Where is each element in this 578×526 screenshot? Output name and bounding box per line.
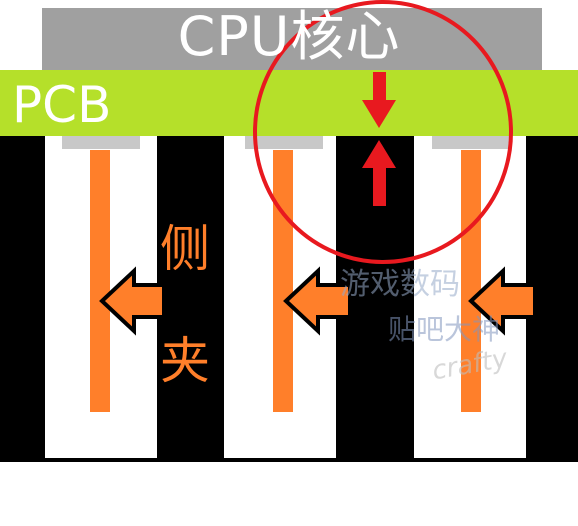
socket-pin <box>90 150 110 412</box>
socket-pin <box>273 150 293 412</box>
contact-pad <box>432 136 510 149</box>
red-arrow-up-icon <box>362 140 396 206</box>
socket-label: 主板上CPU底座 <box>113 462 465 520</box>
orange-left-arrow-icon <box>99 266 166 336</box>
cpu-core-label: CPU核心 <box>177 5 401 68</box>
pcb-label: PCB <box>12 76 112 134</box>
red-circle-highlight <box>253 0 513 264</box>
side-clamp-label-2: 夹 <box>160 332 210 390</box>
pcb-layer <box>0 70 578 136</box>
socket-pin <box>461 150 481 412</box>
side-clamp-label-1: 侧 <box>160 220 210 278</box>
contact-pad <box>62 136 140 149</box>
orange-left-arrow-icon <box>283 266 352 336</box>
contact-pad <box>245 136 323 149</box>
orange-left-arrow-icon <box>468 266 537 336</box>
red-arrow-down-icon <box>362 72 396 128</box>
